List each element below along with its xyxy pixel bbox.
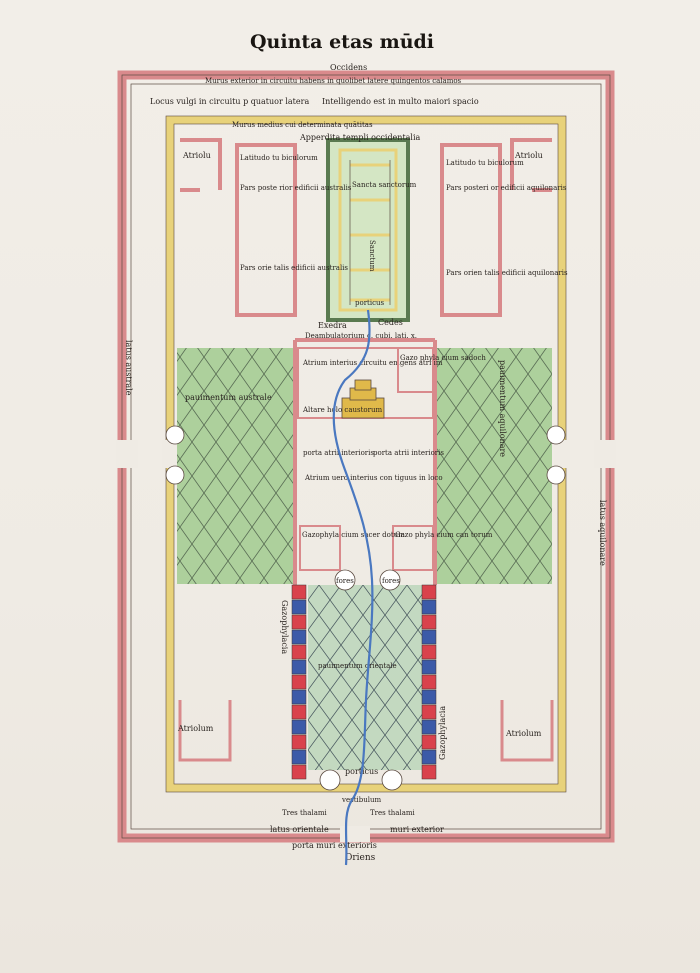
stripe-block — [291, 764, 307, 780]
apperdita-templi: Apperdita templi occidentalia — [299, 133, 421, 142]
stripe-block — [421, 674, 437, 690]
courtyard-left — [177, 348, 295, 584]
atriolu-right: Atriolu — [514, 151, 543, 160]
latus-aquilonare: latus aquilonare — [598, 500, 607, 566]
label-occidens: Occidens — [330, 63, 367, 72]
stripe-block — [291, 749, 307, 765]
side-buildings-top — [180, 138, 552, 317]
stripe-block — [291, 584, 307, 600]
pauimentum-orientale: pauimentum orientale — [318, 662, 397, 670]
sancta-sanctorum: Sancta sanctorum — [352, 181, 417, 189]
fores-circles — [165, 425, 566, 791]
stripe-block — [421, 644, 437, 660]
middle-wall-text: Murus medius cui determinata quātitas — [232, 121, 373, 129]
fores-1: fores — [336, 577, 354, 585]
stripe-block — [291, 599, 307, 615]
courtyard-right — [437, 348, 552, 584]
muri-exterior-bottom: muri exterior — [390, 825, 444, 834]
latus-australe: latus australe — [124, 340, 133, 396]
stripe-block — [421, 689, 437, 705]
stripe-block — [421, 704, 437, 720]
stripe-block — [291, 689, 307, 705]
gazo-boxes — [299, 525, 434, 571]
altare: Altare holo caustorum — [302, 406, 382, 414]
atriolum-boxes — [178, 700, 554, 762]
sanctum: Sanctum — [368, 240, 376, 272]
atriolu-left: Atriolu — [182, 151, 211, 160]
fores-2: fores — [382, 577, 400, 585]
middle-wall — [162, 115, 570, 793]
tres-thalami-l: Tres thalami — [282, 809, 328, 817]
gazophylacium: Gazo phyla cium sadoch — [400, 354, 486, 362]
pars-poste-left: Pars poste rior edificii australis — [240, 184, 352, 192]
gazophylacium-box — [397, 347, 434, 393]
stripe-block — [421, 629, 437, 645]
river-line — [332, 309, 374, 866]
outer-wall-text: Murus exterior in circuitu habens in quo… — [205, 77, 462, 85]
atrium-interius: Atrium interius circuitu emgens atrium — [302, 359, 443, 367]
stripe-block — [291, 629, 307, 645]
atriolum-left: Atriolum — [177, 724, 214, 733]
label-oriens: Oriens — [345, 853, 376, 863]
stripe-block — [421, 734, 437, 750]
porticus-top: porticus — [355, 299, 385, 307]
stripe-block — [421, 749, 437, 765]
locus-vulgi: Locus vulgi in circuitu p quatuor latera — [150, 97, 309, 106]
inner-enclosure — [293, 338, 437, 585]
exedra: Exedra — [318, 321, 347, 330]
stripe-block — [421, 764, 437, 780]
stripe-block — [291, 704, 307, 720]
gazo-vertical-right: Gazophylacia — [438, 706, 447, 760]
pauimentum-australe: pauimentum australe — [185, 393, 272, 402]
porta-exterior-bottom: porta muri exterioris — [292, 841, 377, 850]
atrium-medium: Atrium uero interius con tiguus in loco — [304, 474, 443, 482]
latus-orientale: latus orientale — [270, 825, 329, 834]
gazo-vertical-left: Gazophylacia — [280, 600, 289, 654]
deambulatorium: Deambulatorium c. cubi. lati. x. — [305, 332, 417, 340]
cedes: Cedes — [378, 318, 403, 327]
stripe-block — [291, 644, 307, 660]
stripe-block — [291, 659, 307, 675]
stripe-block — [421, 659, 437, 675]
altar-icon — [341, 379, 385, 419]
pars-orient-right: Pars orien talis edificii aquilonaris — [446, 269, 568, 277]
latitudo-right: Latitudo tu biculorum — [446, 159, 524, 167]
gazo-left: Gazophyla cium sacer dotum — [302, 531, 405, 539]
sanctuary — [326, 138, 410, 322]
stripe-block — [291, 719, 307, 735]
pars-poste-right: Pars posteri or edificii aquilonaris — [446, 184, 567, 192]
stripe-column-right — [421, 584, 437, 780]
stripe-block — [291, 674, 307, 690]
tres-thalami-r: Tres thalami — [370, 809, 416, 817]
gazo-right: Gazo phyla cium can torum — [395, 531, 493, 539]
vestibulum: vestibulum — [341, 796, 381, 804]
stripe-block — [291, 734, 307, 750]
page-title: Quinta etas mūdi — [250, 31, 434, 53]
stripe-block — [421, 719, 437, 735]
stripe-block — [421, 599, 437, 615]
stripe-column-left — [291, 584, 307, 780]
intelligendo-text: Intelligendo est in multo maiori spacio — [322, 97, 479, 106]
latitudo-left: Latitudo tu biculorum — [240, 154, 318, 162]
stripe-block — [421, 614, 437, 630]
porta-atrii-int-r: porta atrii interioris — [373, 449, 444, 457]
stripe-block — [291, 614, 307, 630]
stripe-block — [421, 584, 437, 600]
outer-wall — [116, 70, 616, 843]
atriolum-right: Atriolum — [505, 729, 542, 738]
pauimentum-aquilonare: pauimentum aquilonare — [498, 360, 507, 457]
pars-orient-left: Pars orie talis edificii australis — [240, 264, 348, 272]
